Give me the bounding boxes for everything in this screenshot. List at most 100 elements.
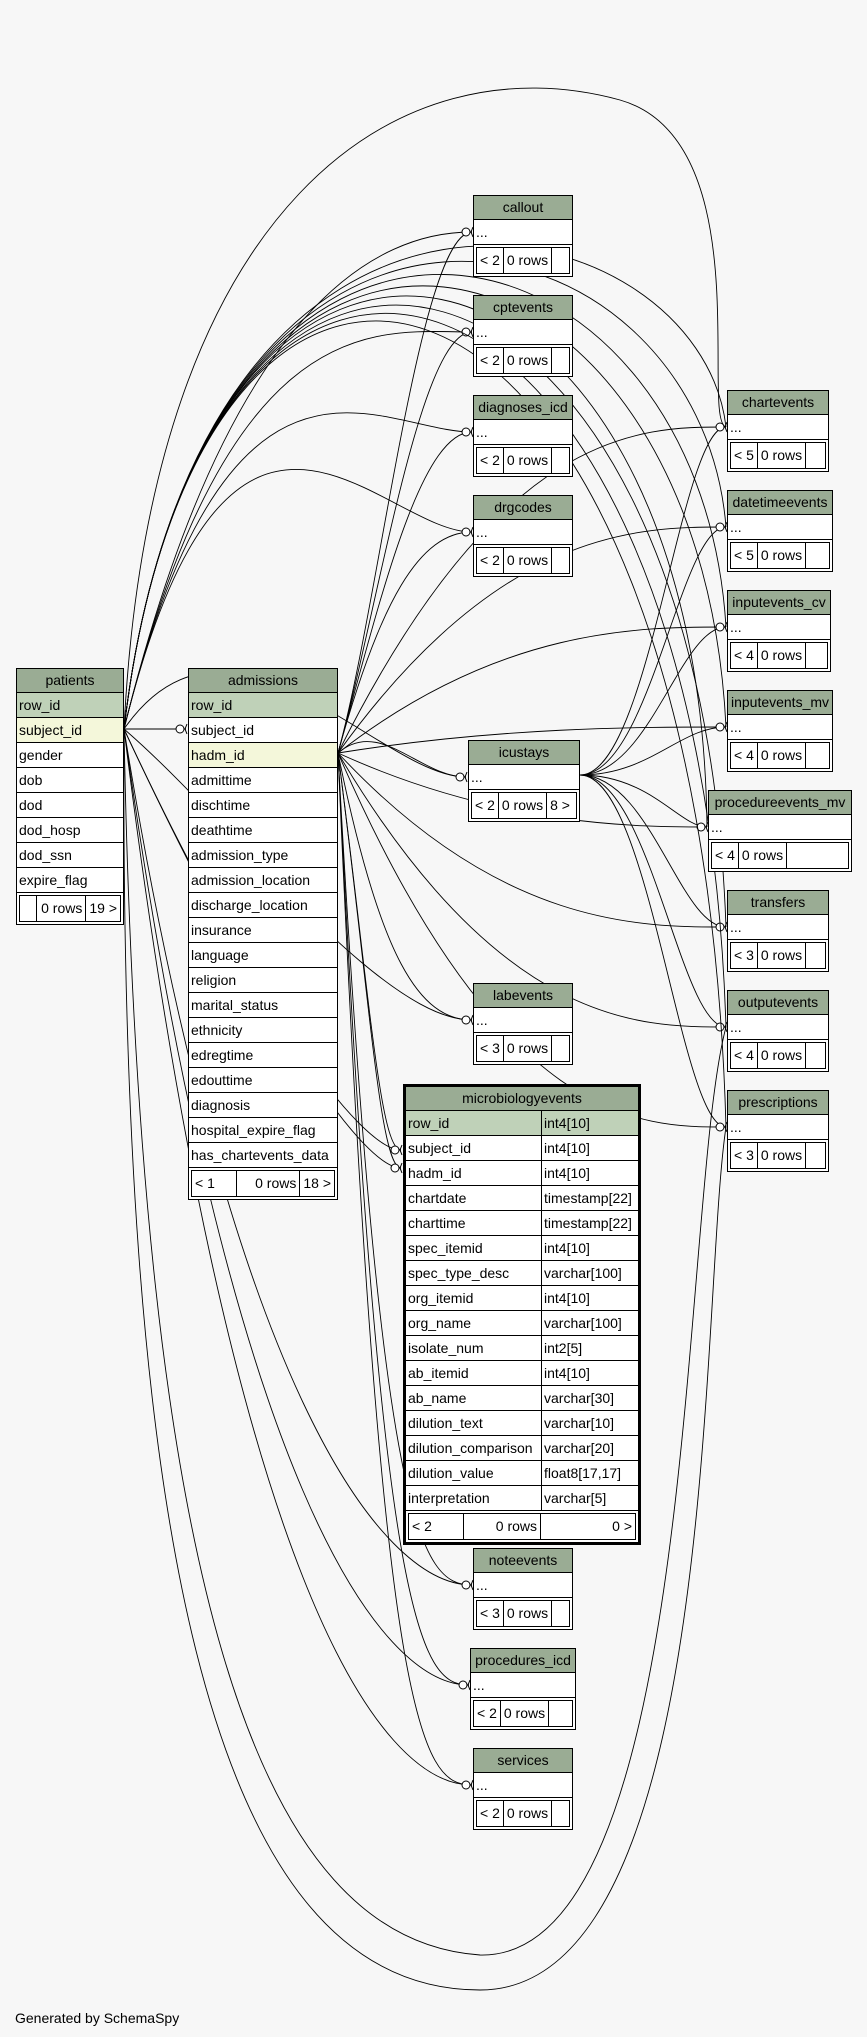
table-column: ... (728, 615, 830, 640)
table-column: edregtime (189, 1043, 337, 1068)
table-column: dod_ssn (17, 843, 123, 868)
table-column: insurance (189, 918, 337, 943)
table-column: ... (728, 515, 832, 540)
table-column: expire_flag (17, 868, 123, 893)
table-name: admissions (189, 669, 337, 693)
table-column: ... (728, 415, 828, 440)
table-name: chartevents (728, 391, 828, 415)
table-column: hospital_expire_flag (189, 1118, 337, 1143)
table-column: hadm_id (189, 743, 337, 768)
table-column: ... (728, 1015, 828, 1040)
table-column: religion (189, 968, 337, 993)
table-column: discharge_location (189, 893, 337, 918)
table-column: ... (474, 420, 572, 445)
table-admissions[interactable]: admissions row_id subject_id hadm_id adm… (188, 668, 338, 1200)
table-column: ... (728, 715, 832, 740)
table-column: language (189, 943, 337, 968)
table-column: subject_id (189, 718, 337, 743)
table-name: services (474, 1749, 572, 1773)
table-column: ... (469, 765, 579, 790)
generated-by-footer: Generated by SchemaSpy (15, 2010, 180, 2026)
table-name: procedures_icd (471, 1649, 575, 1673)
table-column: admission_location (189, 868, 337, 893)
table-column: diagnosis (189, 1093, 337, 1118)
table-column: ... (474, 1008, 572, 1033)
table-name: drgcodes (474, 496, 572, 520)
table-column: dob (17, 768, 123, 793)
table-column: subject_id (17, 718, 123, 743)
table-column: row_id (17, 693, 123, 718)
table-column: ethnicity (189, 1018, 337, 1043)
table-column: ... (709, 815, 851, 840)
table-column: ... (728, 915, 828, 940)
table-column: ... (471, 1673, 575, 1698)
table-name: labevents (474, 984, 572, 1008)
table-name: procedureevents_mv (709, 791, 851, 815)
table-name: outputevents (728, 991, 828, 1015)
table-column: ... (474, 220, 572, 245)
table-column: ... (728, 1115, 828, 1140)
table-name: prescriptions (728, 1091, 828, 1115)
table-column: deathtime (189, 818, 337, 843)
table-column: ... (474, 1573, 572, 1598)
table-column: dischtime (189, 793, 337, 818)
table-column: marital_status (189, 993, 337, 1018)
table-column: admittime (189, 768, 337, 793)
table-column: ... (474, 520, 572, 545)
table-name: icustays (469, 741, 579, 765)
table-patients[interactable]: patients row_id subject_id gender dob do… (16, 668, 124, 925)
table-column: gender (17, 743, 123, 768)
table-column: admission_type (189, 843, 337, 868)
table-column: dod (17, 793, 123, 818)
table-column: dod_hosp (17, 818, 123, 843)
